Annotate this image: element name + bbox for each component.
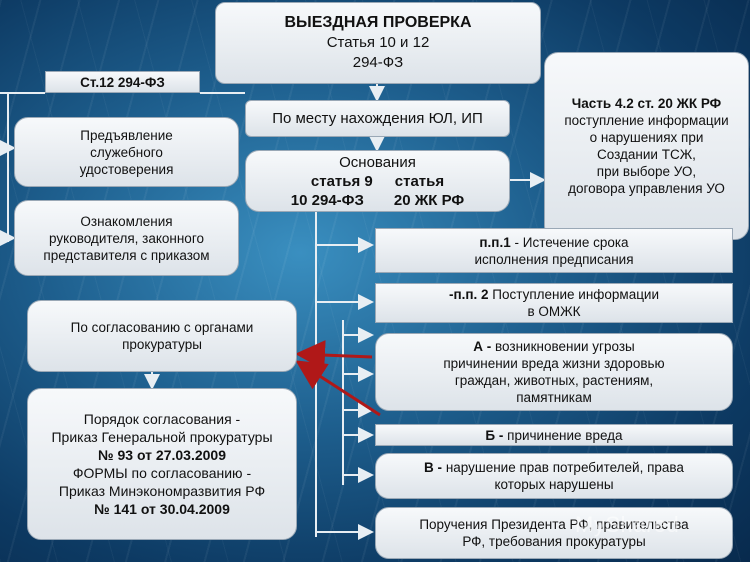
procedure-line-6: № 141 от 30.04.2009 (94, 501, 230, 517)
procedure-line-4: ФОРМЫ по согласованию - (72, 465, 252, 481)
item-president: Поручения Президента РФ, правительства Р… (375, 507, 733, 559)
item-a: А - возникновении угрозы причинении вред… (375, 333, 733, 411)
item-v: В - нарушение прав потребителей, права к… (375, 453, 733, 499)
item-pp1: п.п.1 - Истечение срока исполнения предп… (375, 228, 733, 273)
grounds-art9: статья 9 (310, 172, 373, 190)
housing-code-body: поступление информации о нарушениях при … (564, 113, 729, 196)
id-presentation-box: Предъявление служебного удостоверения (14, 117, 239, 187)
grounds-box: Основания статья 9 статья 10 294-ФЗ 20 Ж… (245, 150, 510, 212)
familiarization-box: Ознакомления руководителя, законного пре… (14, 200, 239, 276)
procedure-line-2: Приказ Генеральной прокуратуры (51, 429, 273, 445)
approval-procedure-box: Порядок согласования - Приказ Генерально… (27, 388, 297, 540)
grounds-zhk: 20 ЖК РФ (393, 191, 465, 209)
procedure-line-3: № 93 от 27.03.2009 (98, 447, 226, 463)
location-box: По месту нахождения ЮЛ, ИП (245, 100, 510, 137)
law-tag: Ст.12 294-ФЗ (45, 71, 200, 93)
grounds-art: статья (394, 172, 445, 190)
grounds-294fz: 10 294-ФЗ (290, 191, 364, 209)
prosecutor-approval-box: По согласованию с органами прокуратуры (27, 300, 297, 372)
header-line-3: 294-ФЗ (352, 54, 404, 71)
housing-code-box: Часть 4.2 ст. 20 ЖК РФ поступление инфор… (544, 52, 749, 240)
housing-code-title: Часть 4.2 ст. 20 ЖК РФ (571, 96, 722, 111)
item-b: Б - причинение вреда (375, 424, 733, 446)
grounds-title: Основания (339, 153, 416, 171)
watermark: MyShared (575, 512, 680, 537)
procedure-line-1: Порядок согласования - (83, 411, 241, 427)
procedure-line-5: Приказ Минэкономразвития РФ (58, 483, 266, 499)
item-pp2: -п.п. 2 Поступление информации в ОМЖК (375, 283, 733, 323)
header-line-2: Статья 10 и 12 (326, 34, 430, 51)
header-box: ВЫЕЗДНАЯ ПРОВЕРКА Статья 10 и 12 294-ФЗ (215, 2, 541, 84)
header-title: ВЫЕЗДНАЯ ПРОВЕРКА (284, 14, 472, 31)
